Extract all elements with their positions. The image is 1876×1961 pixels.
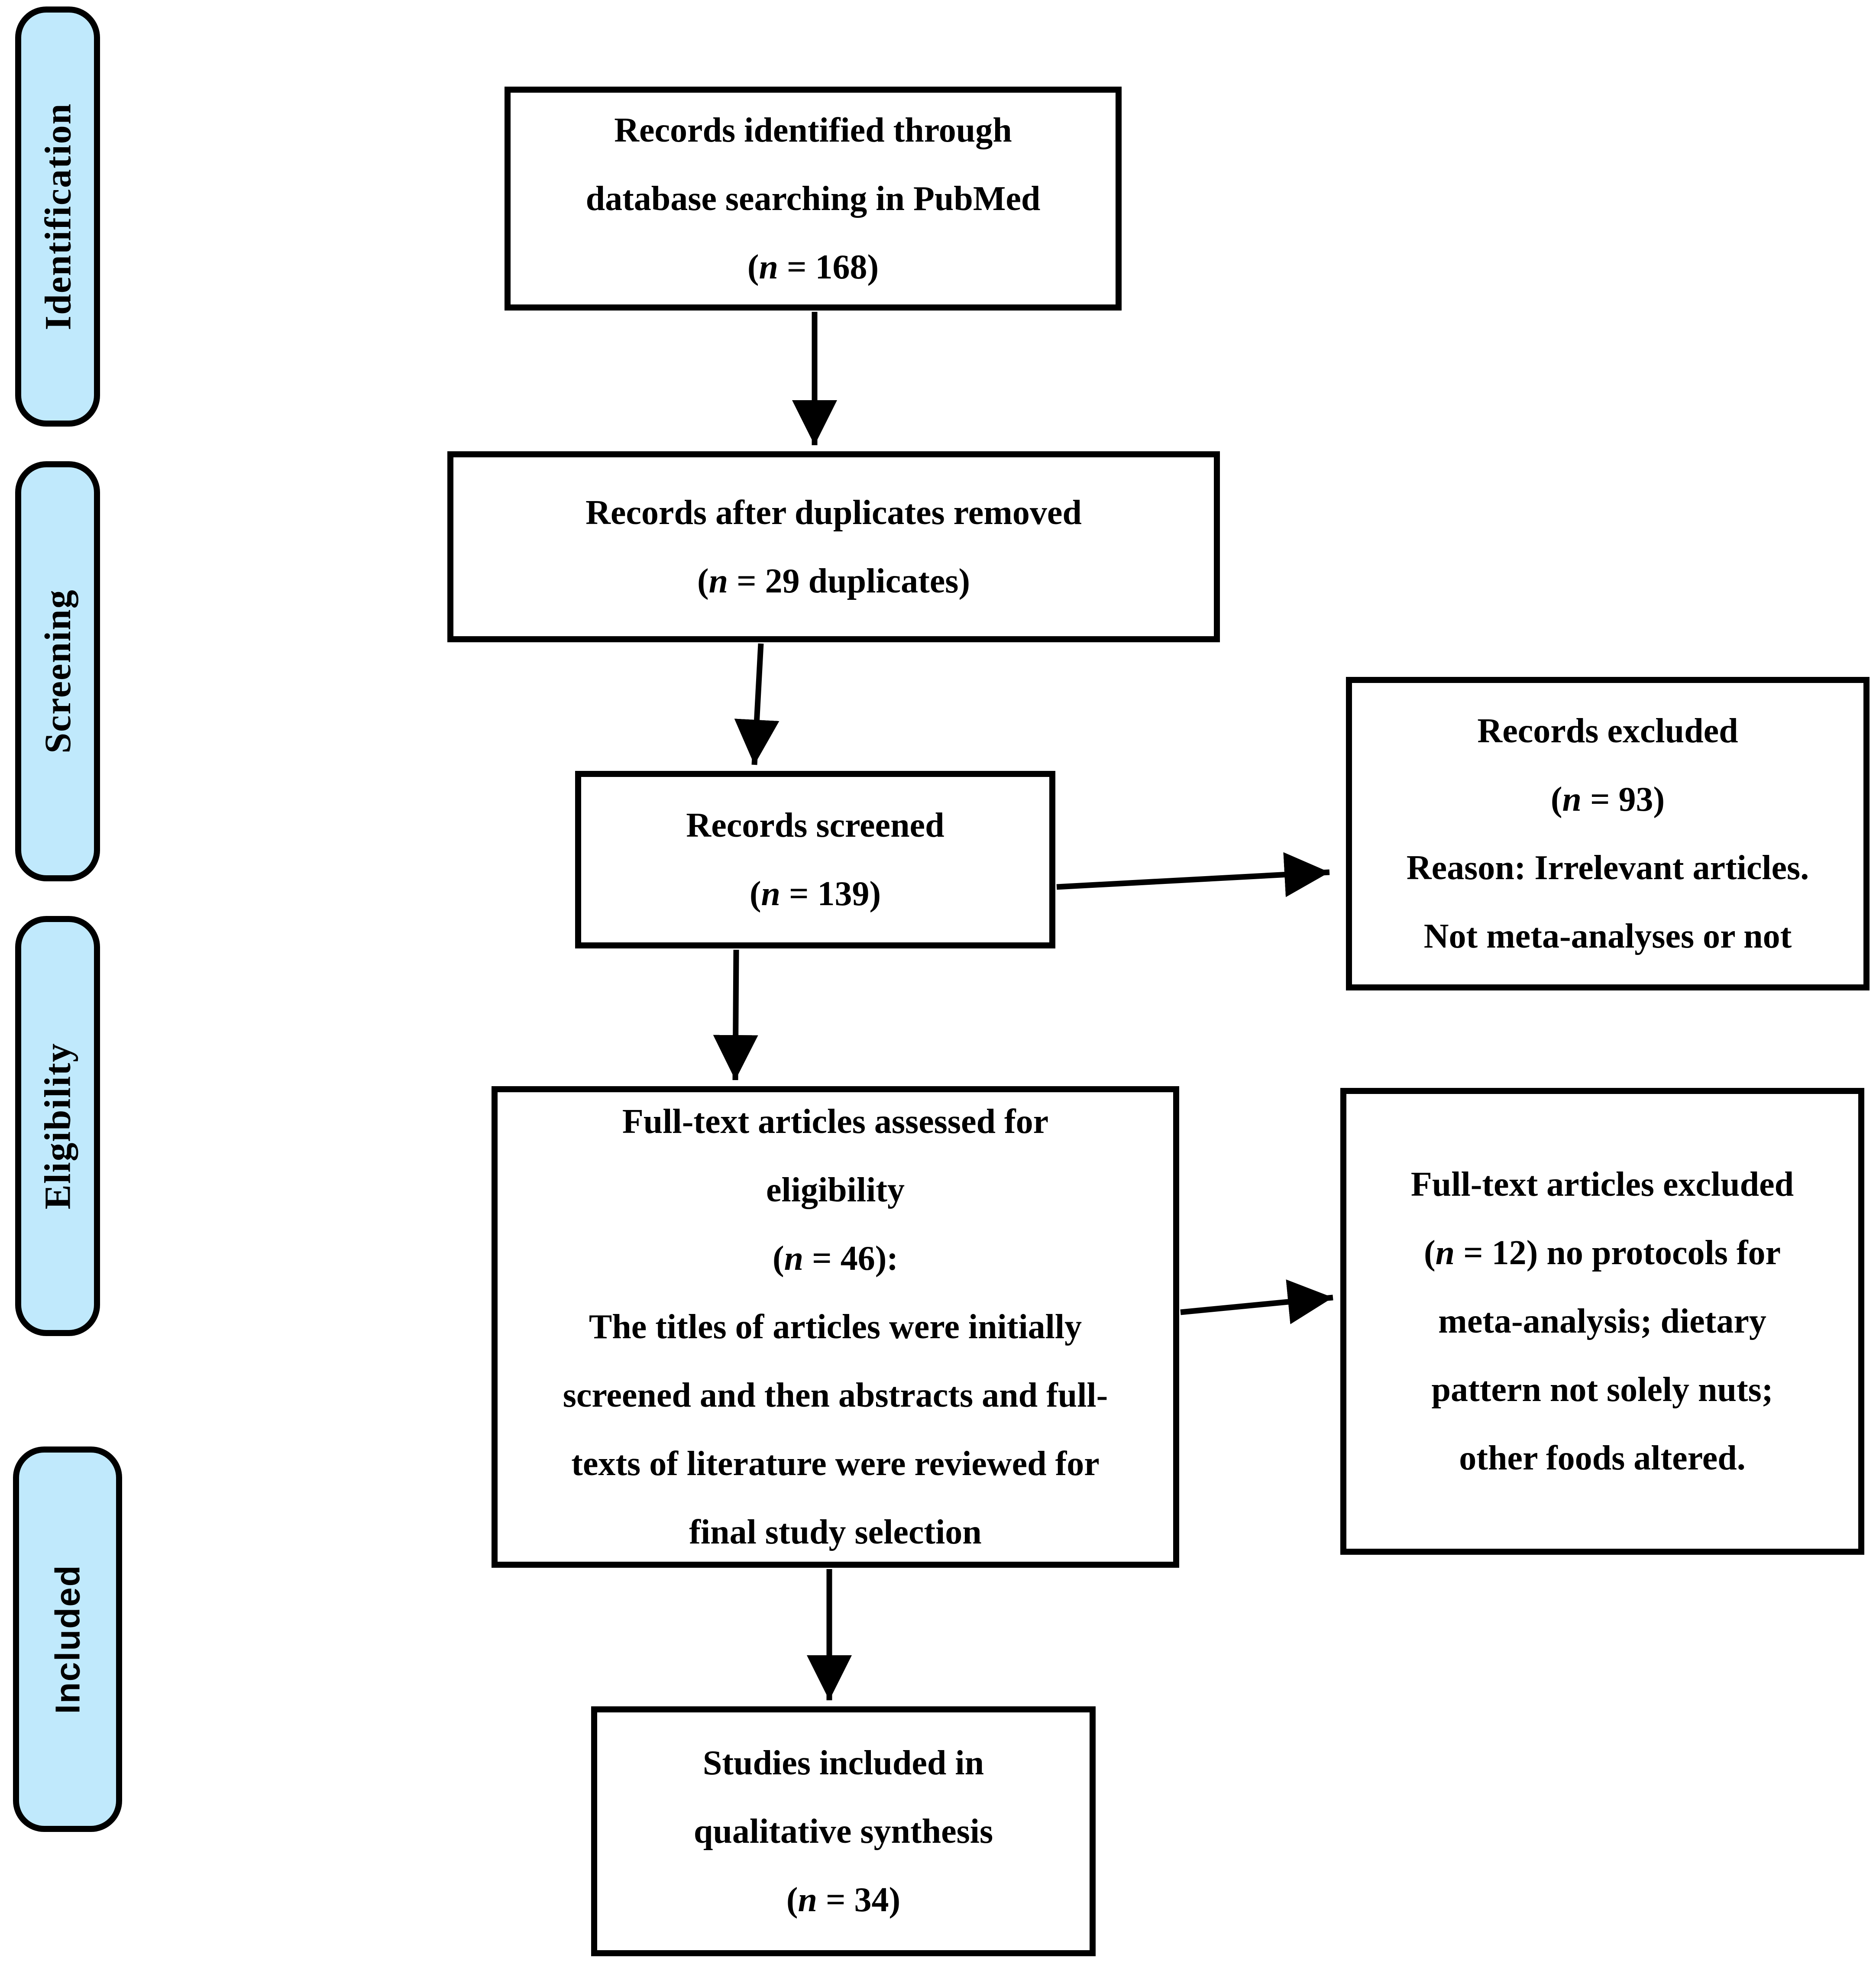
stage-identification: Identification [15, 6, 100, 427]
text-line: (n = 139) [749, 875, 881, 913]
arrow-screened-to-records-excluded [1056, 852, 1330, 897]
text-line: Not meta-analyses or not [1423, 917, 1792, 955]
arrow-duplicates-to-screened [734, 643, 780, 765]
stage-screening: Screening [15, 461, 100, 881]
stage-included: Included [13, 1446, 122, 1832]
arrow-screened-to-fulltext [713, 949, 758, 1081]
text-line: Full-text articles excluded [1410, 1165, 1794, 1204]
text-line: (n = 29 duplicates) [697, 562, 970, 600]
text-line: (n = 12) no protocols for [1423, 1234, 1781, 1272]
text-line: Records identified through [614, 111, 1012, 149]
text-line: pattern not solely nuts; [1431, 1371, 1773, 1409]
stage-label: Included [48, 1564, 87, 1714]
text-line: Records after duplicates removed [585, 493, 1082, 532]
box-studies-included: Studies included in qualitative synthesis… [591, 1706, 1096, 1956]
text-line: other foods altered. [1459, 1439, 1746, 1477]
text-line: Records screened [686, 806, 944, 845]
text-line: qualitative synthesis [693, 1812, 993, 1851]
box-fulltext-assessed: Full-text articles assessed for eligibili… [492, 1086, 1179, 1568]
text-line: eligibility [766, 1171, 905, 1209]
text-line: final study selection [689, 1513, 982, 1551]
stage-label: Eligibility [37, 1042, 79, 1210]
stage-label: Identification [37, 103, 78, 330]
box-records-excluded: Records excluded (n = 93) Reason: Irreleva… [1346, 677, 1870, 990]
text-line: Studies included in [702, 1744, 984, 1782]
arrow-fulltext-to-fulltext-excluded [1180, 1279, 1333, 1324]
text-line: Reason: Irrelevant articles. [1406, 849, 1809, 887]
text-line: database searching in PubMed [585, 179, 1041, 218]
text-line: (n = 46): [772, 1239, 898, 1278]
stage-label: Screening [37, 589, 79, 754]
text-line: Records excluded [1477, 712, 1738, 750]
text-line: (n = 93) [1550, 780, 1665, 819]
box-fulltext-excluded: Full-text articles excluded (n = 12) no p… [1340, 1088, 1864, 1555]
text-line: (n = 34) [786, 1880, 901, 1919]
stage-eligibility: Eligibility [15, 916, 100, 1336]
text-line: (n = 168) [747, 248, 879, 286]
text-line: screened and then abstracts and full- [563, 1376, 1108, 1414]
text-line: The titles of articles were initially [589, 1308, 1082, 1346]
box-records-identified: Records identified through database searc… [505, 87, 1122, 311]
text-line: meta-analysis; dietary [1438, 1302, 1766, 1340]
text-line: texts of literature were reviewed for [571, 1445, 1100, 1483]
text-line: Full-text articles assessed for [622, 1103, 1049, 1141]
box-duplicates-removed: Records after duplicates removed (n = 29 … [447, 451, 1220, 642]
box-records-screened: Records screened (n = 139) [575, 771, 1055, 948]
